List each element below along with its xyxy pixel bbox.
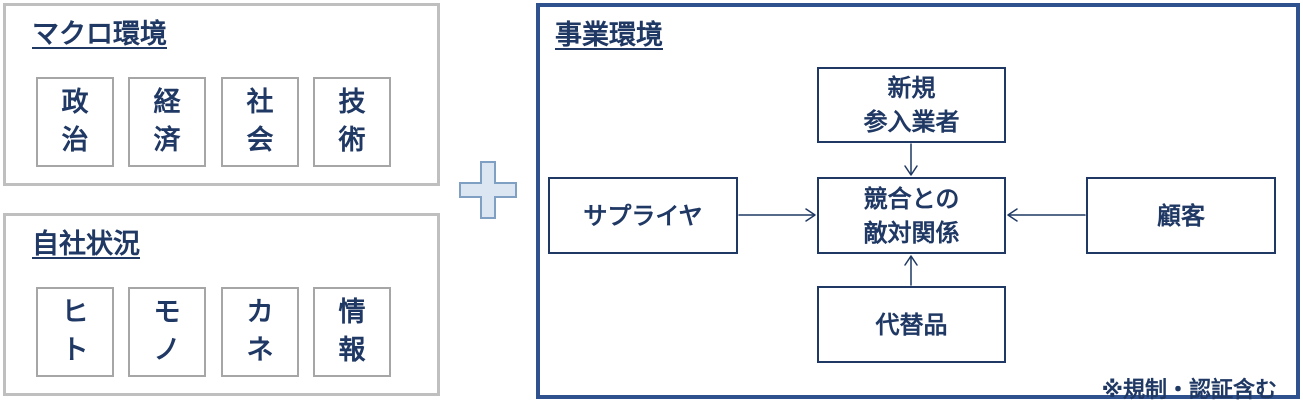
company-item-money-line2: ネ: [246, 335, 274, 366]
company-item-things-line2: ノ: [153, 335, 181, 366]
macro-item-politics-line2: 治: [61, 125, 89, 156]
macro-item-technology: 技 術: [313, 77, 391, 167]
macro-item-technology-line2: 術: [338, 125, 366, 156]
substitutes-label: 代替品: [875, 310, 948, 339]
company-item-people-line1: ヒ: [61, 297, 89, 328]
company-item-people: ヒ ト: [36, 287, 114, 377]
company-item-information: 情 報: [313, 287, 391, 377]
new-entrants-line2: 参入業者: [863, 108, 960, 136]
macro-item-politics-line1: 政: [61, 87, 89, 118]
macro-item-politics: 政 治: [36, 77, 114, 167]
regulation-note: ※規制・認証含む: [1101, 378, 1277, 403]
macro-item-society: 社 会: [221, 77, 299, 167]
company-item-information-line1: 情: [338, 297, 366, 328]
company-item-money-line1: カ: [246, 297, 274, 328]
company-item-things-line1: モ: [153, 297, 181, 328]
new-entrants-line1: 新規: [887, 74, 936, 102]
rivalry-line2: 敵対関係: [863, 218, 960, 247]
company-item-money: カ ネ: [221, 287, 299, 377]
macro-item-economy: 経 済: [128, 77, 206, 167]
customers-box: 顧客: [1086, 177, 1276, 254]
company-item-things: モ ノ: [128, 287, 206, 377]
macro-item-economy-line1: 経: [153, 87, 181, 118]
suppliers-box: サプライヤ: [548, 177, 738, 254]
suppliers-label: サプライヤ: [583, 201, 703, 230]
substitutes-box: 代替品: [817, 286, 1006, 363]
business-environment-title: 事業環境: [555, 20, 663, 51]
rivalry-box: 競合との 敵対関係: [817, 177, 1006, 254]
company-item-people-line2: ト: [61, 335, 89, 366]
macro-environment-panel: マクロ環境 政 治 経 済 社 会 技 術: [3, 3, 440, 186]
macro-item-society-line2: 会: [246, 125, 274, 156]
rivalry-line1: 競合との: [863, 184, 960, 213]
plus-shape: [459, 161, 517, 219]
macro-environment-title: マクロ環境: [32, 19, 167, 50]
company-situation-title: 自社状況: [32, 229, 140, 260]
macro-item-technology-line1: 技: [338, 87, 366, 118]
company-item-information-line2: 報: [338, 335, 366, 366]
macro-item-society-line1: 社: [246, 87, 274, 118]
macro-item-economy-line2: 済: [153, 125, 181, 156]
company-situation-panel: 自社状況 ヒ ト モ ノ カ ネ 情 報: [3, 213, 440, 396]
customers-label: 顧客: [1157, 201, 1205, 230]
new-entrants-box: 新規 参入業者: [817, 67, 1006, 143]
